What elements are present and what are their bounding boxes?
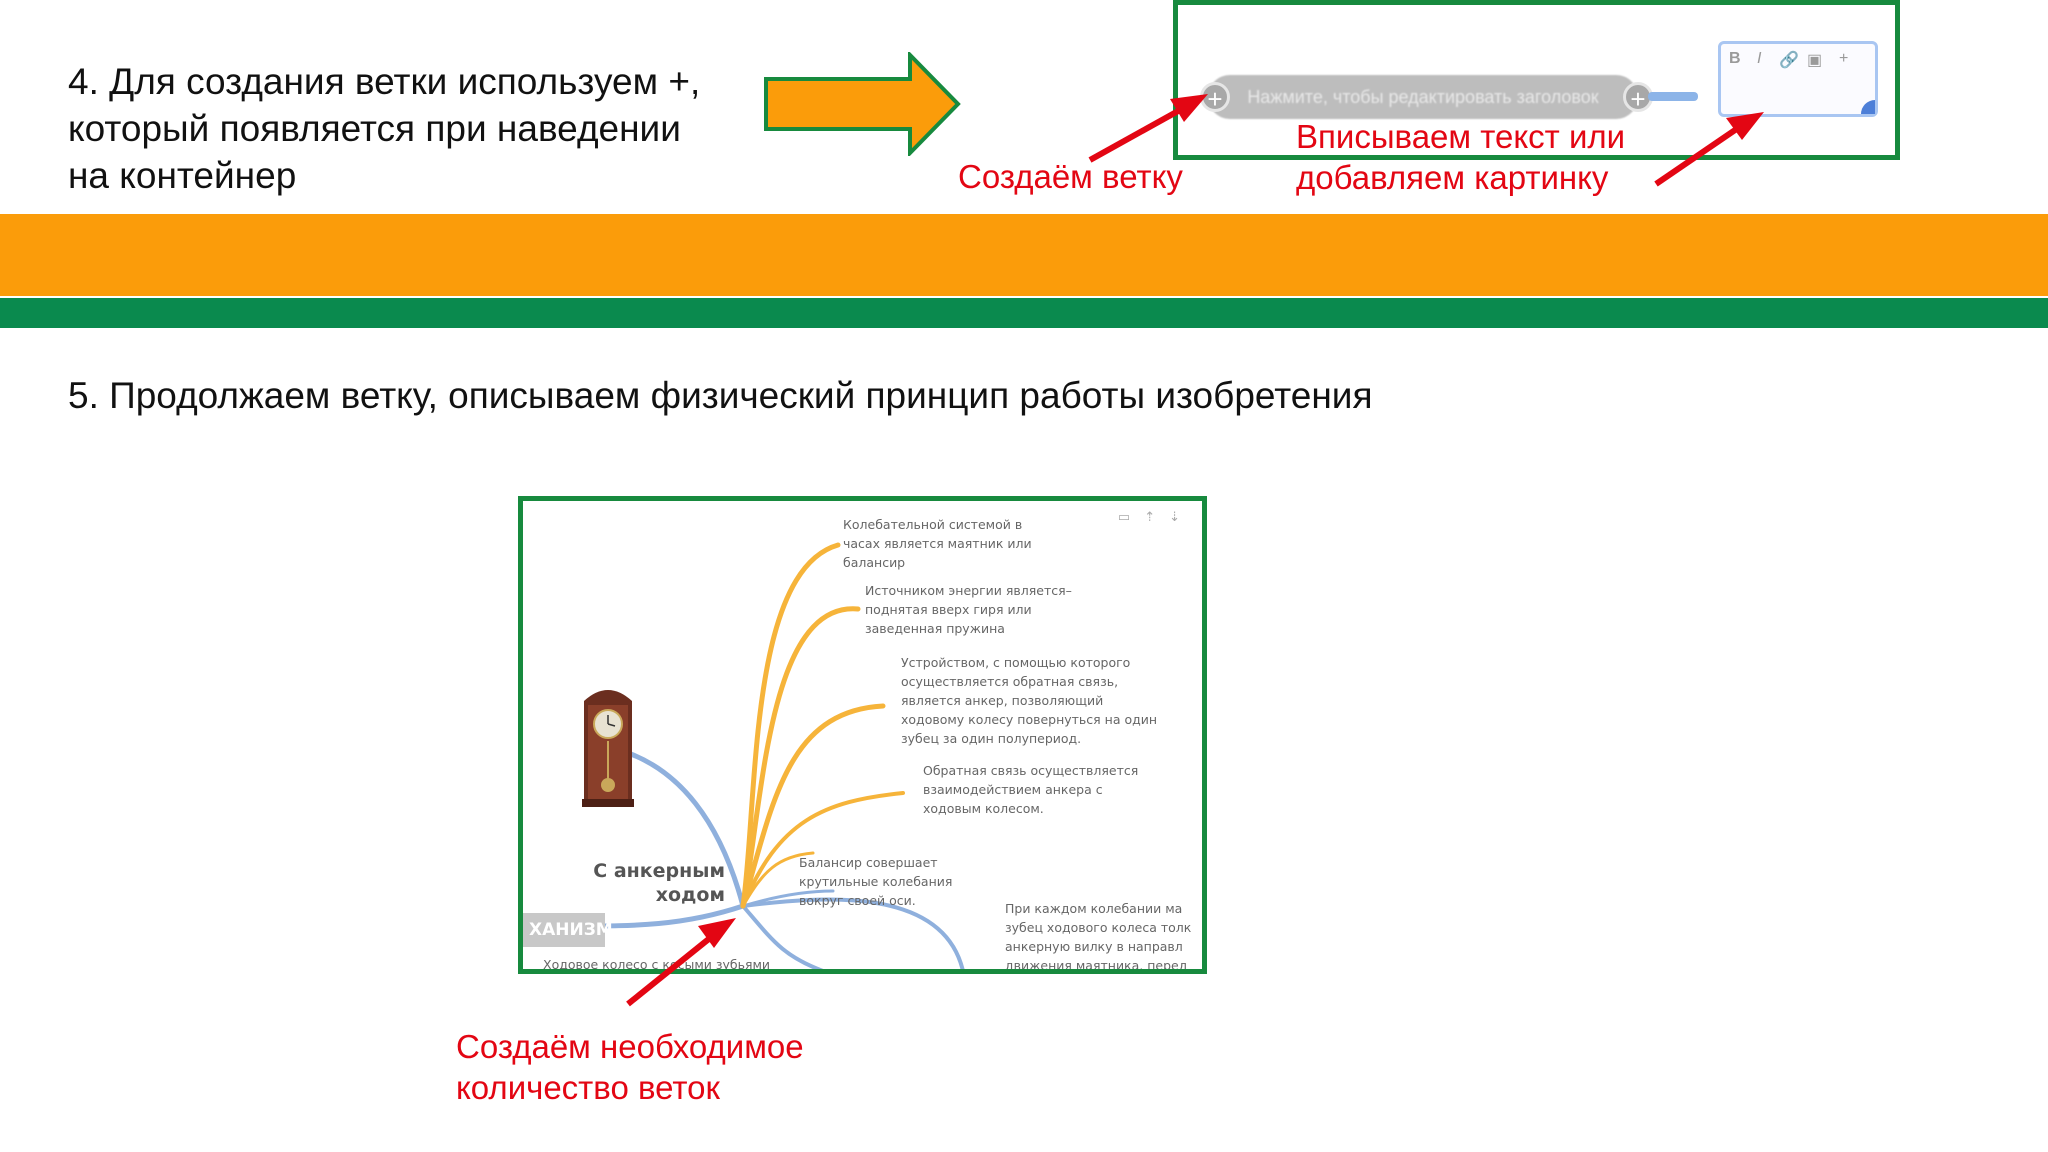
image-icon[interactable]: ▣ xyxy=(1807,52,1823,69)
branch-text-line: заведенная пружина xyxy=(865,621,1005,636)
red-arrow-to-editor-icon xyxy=(1654,112,1764,187)
link-icon[interactable]: 🔗 xyxy=(1779,52,1799,69)
branch-energy-source[interactable]: Источником энергии является– поднятая вв… xyxy=(865,581,1072,638)
branch-escape-wheel[interactable]: Ходовое колесо с косыми зубьями xyxy=(543,957,771,972)
branch-text-line: ходовым колесом. xyxy=(923,801,1044,816)
central-topic[interactable]: С анкерным ходом xyxy=(575,859,725,907)
branch-feedback-device[interactable]: Устройством, с помощью которого осуществ… xyxy=(901,653,1157,748)
branch-text-line: зубец ходового колеса толк xyxy=(1005,920,1192,935)
branch-text-line: Колебательной системой в xyxy=(843,517,1023,532)
branch-text-line: Балансир совершает xyxy=(799,855,938,870)
branch-text-line: анкерную вилку в направл xyxy=(1005,939,1183,954)
annotation-enter-text-line-2: добавляем картинку xyxy=(1296,159,1609,196)
left-topic-tag[interactable]: ХАНИЗМ xyxy=(523,913,613,947)
rich-text-editor-box[interactable]: B I 🔗 ▣ + xyxy=(1718,41,1878,117)
more-icon[interactable]: + xyxy=(1839,50,1849,67)
branch-text-line: балансир xyxy=(843,555,906,570)
mind-map-toolbar-icons: ▭⇡⇣ xyxy=(1117,509,1194,524)
mind-map-screenshot-frame: С анкерным ходом ХАНИЗМ ▭⇡⇣ Колебательно… xyxy=(518,496,1207,974)
right-arrow-icon xyxy=(764,52,961,156)
branch-text-line: крутильные колебания xyxy=(799,874,953,889)
branch-balance-wheel[interactable]: Балансир совершает крутильные колебания … xyxy=(799,853,952,910)
resize-handle-icon[interactable] xyxy=(1861,100,1875,114)
red-arrow-to-plus-icon xyxy=(1088,94,1208,163)
node-title-pill[interactable]: Нажмите, чтобы редактировать заголовок xyxy=(1208,75,1638,119)
central-topic-line-1: С анкерным xyxy=(593,860,725,882)
branch-text-line: движения маятника, перед xyxy=(1005,958,1188,973)
italic-icon[interactable]: I xyxy=(1757,50,1762,67)
annotation-create-many-line-1: Создаём необходимое xyxy=(456,1028,804,1065)
annotation-enter-text-line-1: Вписываем текст или xyxy=(1296,118,1626,155)
branch-text-line: При каждом колебании ма xyxy=(1005,901,1183,916)
branch-text-line: Устройством, с помощью которого xyxy=(901,655,1131,670)
orange-divider-band xyxy=(0,214,2048,296)
branch-connector xyxy=(1648,92,1698,101)
annotation-create-many-branches: Создаём необходимое количество веток xyxy=(456,1026,804,1108)
branch-each-oscillation[interactable]: При каждом колебании ма зубец ходового к… xyxy=(1005,899,1192,973)
central-topic-line-2: ходом xyxy=(655,884,725,906)
branch-feedback-interaction[interactable]: Обратная связь осуществляется взаимодейс… xyxy=(923,761,1138,818)
branch-oscillating-system[interactable]: Колебательной системой в часах является … xyxy=(843,515,1032,572)
pendulum-clock-image xyxy=(582,690,634,807)
branch-text-line: Обратная связь осуществляется xyxy=(923,763,1139,778)
annotation-enter-text: Вписываем текст или добавляем картинку xyxy=(1296,116,1625,198)
red-arrow-to-central-topic-icon xyxy=(626,918,736,1007)
editor-demo-frame: Нажмите, чтобы редактировать заголовок +… xyxy=(1173,0,1900,160)
top-pointer-arrows xyxy=(1088,94,1764,187)
branch-text-line: Источником энергии является– xyxy=(865,583,1072,598)
mind-map-branch-lines xyxy=(575,542,965,969)
step-4-instruction: 4. Для создания ветки используем +, кото… xyxy=(68,58,768,199)
annotation-create-branch: Создаём ветку xyxy=(958,158,1183,195)
bold-icon[interactable]: B xyxy=(1729,50,1741,67)
branch-text-line: зубец за один полупериод. xyxy=(901,731,1082,746)
branch-text-line: вокруг своей оси. xyxy=(799,893,916,908)
green-divider-band xyxy=(0,298,2048,328)
step-5-instruction: 5. Продолжаем ветку, описываем физически… xyxy=(68,375,1373,416)
branch-text-line: поднятая вверх гиря или xyxy=(865,602,1032,617)
step-4-line-2: который появляется при наведении xyxy=(68,108,681,149)
branch-text-line: взаимодействием анкера с xyxy=(923,782,1103,797)
branch-text-line: является анкер, позволяющий xyxy=(901,693,1104,708)
annotation-create-many-line-2: количество веток xyxy=(456,1069,720,1106)
branch-text-line: осуществляется обратная связь, xyxy=(901,674,1119,689)
step-4-line-1: 4. Для создания ветки используем +, xyxy=(68,61,701,102)
step-4-line-3: на контейнер xyxy=(68,155,297,196)
branch-text-line: часах является маятник или xyxy=(843,536,1032,551)
branch-text-line: ходовому колесу повернуться на один xyxy=(901,712,1158,727)
